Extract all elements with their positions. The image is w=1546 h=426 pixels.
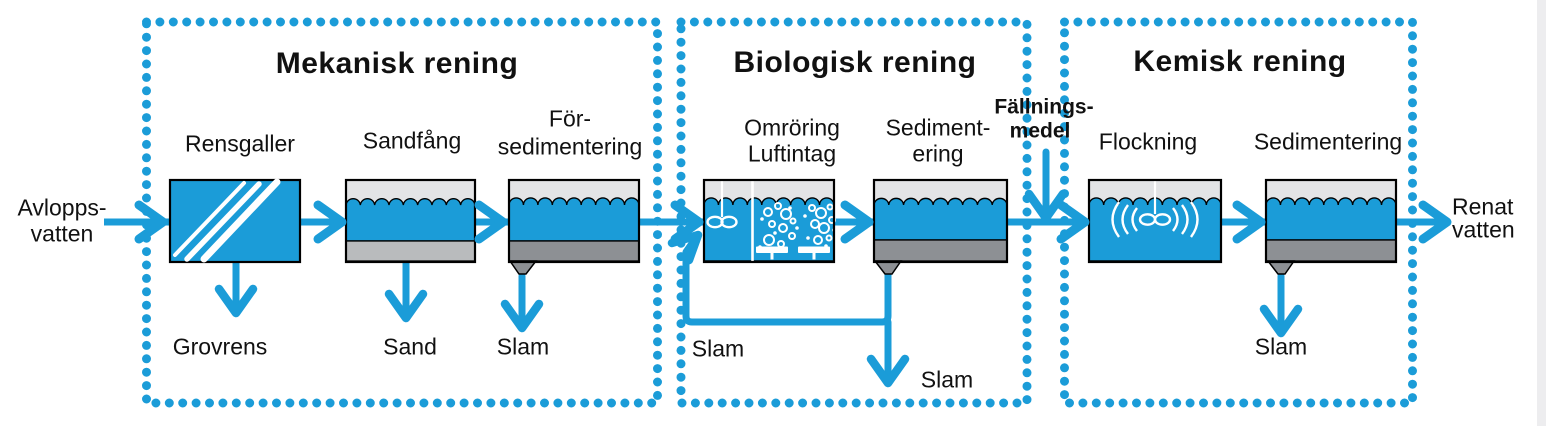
byproduct-label-grovrens: Grovrens	[172, 333, 268, 360]
kem-sedimentering-tank	[1264, 178, 1398, 275]
water-surface	[703, 197, 835, 262]
water-surface	[873, 197, 1008, 241]
dosing-label-line2: medel	[1009, 119, 1071, 143]
flow-arrow-3-icon	[670, 200, 704, 244]
slam-bio-arrow-icon	[866, 354, 910, 388]
kemisk-section-dotted-border	[1060, 17, 1417, 408]
sludge-sediment-layer	[1265, 239, 1397, 262]
water-surface	[508, 197, 640, 242]
outlet-label-line1: Renat	[1452, 193, 1514, 220]
flow-arrow-4-icon	[840, 200, 874, 244]
section-title-biologisk: Biologisk rening	[733, 46, 977, 79]
section-title-kemisk: Kemisk rening	[1133, 45, 1347, 78]
unit-label-bio-sed-line2: ering	[912, 140, 964, 167]
section-title-mekanisk: Mekanisk rening	[275, 47, 519, 80]
flow-arrow-inlet-icon	[134, 200, 168, 244]
byproduct-label-slam-bio: Slam	[920, 366, 974, 393]
unit-label-bio-sed-line1: Sediment-	[885, 114, 991, 141]
aeration-tank	[702, 178, 836, 264]
flow-arrow-2-icon	[474, 200, 508, 244]
flow-arrowheads	[134, 200, 1452, 244]
flocculation-stirrer-icon	[1111, 181, 1199, 238]
grovrens-arrow-icon	[214, 284, 258, 318]
inlet-label-line1: Avlopps-	[17, 194, 107, 221]
sludge-sediment-layer	[508, 240, 640, 262]
rensgaller-tank	[168, 178, 302, 264]
outlet-label-line2: vatten	[1452, 216, 1515, 243]
unit-label-omroring: Omröring	[744, 114, 840, 141]
unit-label-flockning: Flockning	[1098, 128, 1198, 155]
byproduct-label-slam-recirc: Slam	[691, 335, 745, 362]
stirrer-icon	[706, 181, 738, 229]
water-surface	[1265, 197, 1397, 241]
sand-sediment-layer	[345, 240, 476, 262]
water-surface	[345, 197, 476, 242]
byproduct-label-slam-forsed: Slam	[496, 333, 550, 360]
flow-arrow-6-icon	[1232, 200, 1266, 244]
sludge-sediment-layer	[873, 239, 1008, 262]
screen-bars-icon	[173, 178, 281, 263]
bio-sedimentering-tank	[872, 178, 1009, 275]
flockning-tank	[1087, 178, 1223, 264]
flow-arrow-outlet-icon	[1418, 200, 1452, 244]
byproduct-label-slam-kem: Slam	[1254, 333, 1308, 360]
byproduct-label-sand: Sand	[383, 333, 437, 360]
unit-label-forsed-line1: För-	[548, 105, 592, 132]
flow-arrow-5-icon	[1056, 200, 1090, 244]
unit-label-forsed-line2: sedimentering	[497, 133, 643, 160]
unit-label-rensgaller: Rensgaller	[185, 130, 295, 157]
dosing-label-line1: Fällnings-	[994, 95, 1094, 119]
water-surface	[1088, 197, 1222, 262]
slam-forsed-arrow-icon	[500, 299, 544, 333]
unit-label-sandfang: Sandfång	[362, 127, 462, 154]
sand-arrow-icon	[384, 289, 428, 323]
sandfang-tank	[344, 178, 477, 264]
inlet-label-line2: vatten	[30, 220, 94, 247]
flow-arrow-1-icon	[313, 200, 347, 244]
forsedimentering-tank	[507, 178, 641, 275]
unit-label-luftintag: Luftintag	[747, 140, 837, 167]
unit-label-kem-sed: Sedimentering	[1253, 128, 1403, 155]
slam-kem-arrow-icon	[1259, 304, 1303, 338]
fallningsmedel-arrow-icon	[1024, 189, 1068, 223]
right-edge-strip	[1537, 0, 1546, 426]
air-diffuser-icon	[756, 246, 830, 260]
